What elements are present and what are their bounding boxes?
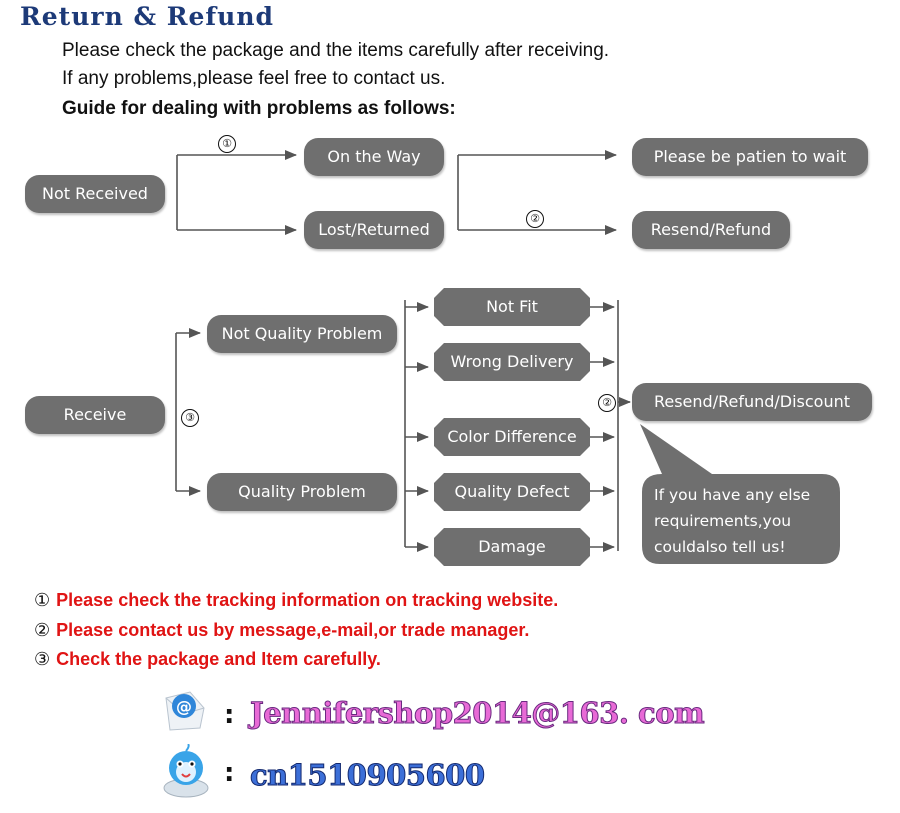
note-1-num: ① — [34, 590, 51, 610]
node-on-the-way: On the Way — [304, 138, 444, 176]
marker-tracking: ① — [218, 135, 236, 153]
node-not-received: Not Received — [25, 175, 165, 213]
page-title: Return & Refund — [20, 2, 275, 31]
svg-text:@: @ — [176, 697, 192, 716]
node-wrong-delivery: Wrong Delivery — [434, 343, 590, 381]
node-not-fit: Not Fit — [434, 288, 590, 326]
node-resend-refund: Resend/Refund — [632, 211, 790, 249]
marker-contact: ② — [526, 210, 544, 228]
chat-bird-icon — [160, 743, 212, 804]
note-2-num: ② — [34, 620, 51, 640]
node-not-quality-problem: Not Quality Problem — [207, 315, 397, 353]
im-colon: : — [224, 758, 235, 788]
node-quality-problem: Quality Problem — [207, 473, 397, 511]
note-3-text: Check the package and Item carefully. — [56, 649, 381, 669]
email-colon: : — [224, 700, 235, 730]
intro-line-2: If any problems,please feel free to cont… — [62, 68, 446, 89]
node-quality-defect: Quality Defect — [434, 473, 590, 511]
note-3-num: ③ — [34, 649, 51, 669]
speech-bubble-text: If you have any else requirements,you co… — [654, 486, 811, 556]
marker-outcome: ② — [598, 394, 616, 412]
email-at-icon: @ — [160, 688, 212, 738]
node-color-difference: Color Difference — [434, 418, 590, 456]
intro-line-1: Please check the package and the items c… — [62, 40, 610, 61]
im-id[interactable]: cn1510905600 — [250, 758, 486, 793]
note-2-text: Please contact us by message,e-mail,or t… — [56, 620, 530, 640]
marker-check: ③ — [181, 409, 199, 427]
node-please-wait: Please be patien to wait — [632, 138, 868, 176]
node-receive: Receive — [25, 396, 165, 434]
email-address[interactable]: Jennifershop2014@163. com — [249, 696, 705, 731]
speech-bubble — [640, 424, 840, 564]
node-resend-refund-discount: Resend/Refund/Discount — [632, 383, 872, 421]
note-1-text: Please check the tracking information on… — [56, 590, 559, 610]
guide-heading: Guide for dealing with problems as follo… — [62, 98, 456, 119]
node-lost-returned: Lost/Returned — [304, 211, 444, 249]
node-damage: Damage — [434, 528, 590, 566]
